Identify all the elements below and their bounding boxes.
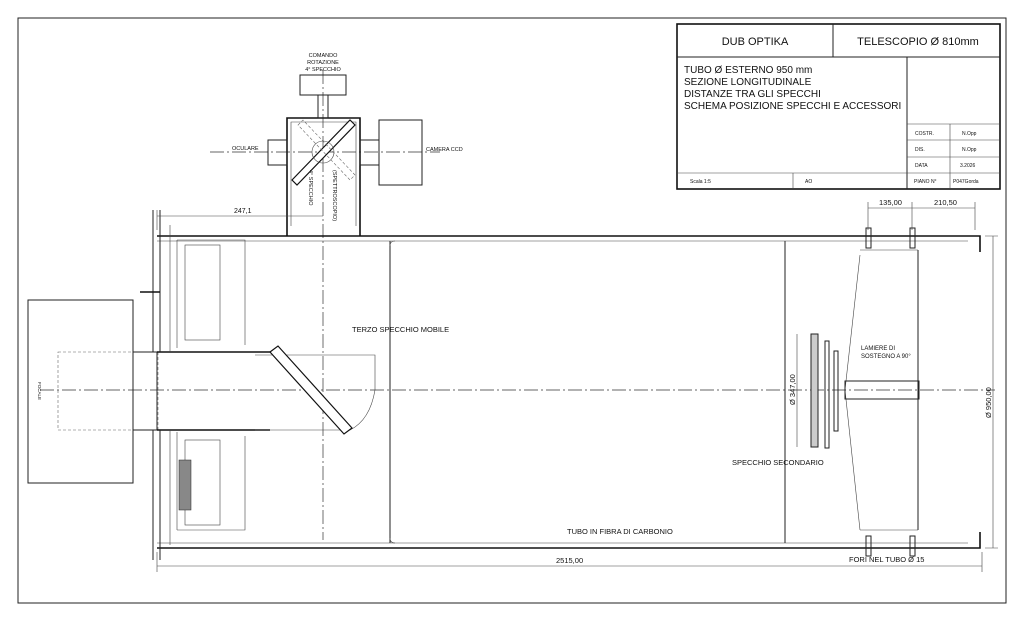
label-camera: CAMERA CCD: [426, 147, 463, 153]
third-mirror: [269, 345, 353, 435]
secondary-mirror: [796, 333, 839, 449]
scale: Scala 1:5: [690, 179, 711, 185]
description-line: DISTANZE TRA GLI SPECCHI: [684, 89, 821, 100]
label-third-mirror: TERZO SPECCHIO MOBILE: [352, 325, 449, 334]
field-label: DATA: [915, 163, 928, 169]
sheet-border: [17, 17, 1007, 604]
sheet-format: AO: [805, 179, 812, 185]
label-support-plates: SOSTEGNO A 90°: [861, 354, 911, 360]
telescope-title: TELESCOPIO Ø 810mm: [857, 36, 979, 48]
label-comando: 4° SPECCHIO: [305, 67, 341, 73]
label-comando: COMANDO: [309, 53, 338, 59]
label-fourth-mirror: 4° SPECCHIO: [307, 170, 313, 206]
field-label: PIANO N°: [914, 179, 937, 185]
description-line: SEZIONE LONGITUDINALE: [684, 77, 812, 88]
label-holes: FORI NEL TUBO Ø 15: [849, 555, 924, 564]
rear-cell: [27, 210, 376, 560]
field-label: COSTR.: [915, 131, 934, 137]
label-focal: FOCALE: [37, 382, 42, 400]
field-label: DIS.: [915, 147, 925, 153]
dimension-135: 135,00: [879, 198, 902, 207]
label-support-plates: LAMIERE DI: [861, 346, 895, 352]
dimension-347: Ø 347,00: [788, 374, 797, 405]
title-block: DUB OPTIKA TELESCOPIO Ø 810mm TUBO Ø EST…: [676, 23, 1001, 190]
label-tube: TUBO IN FIBRA DI CARBONIO: [567, 527, 673, 536]
field-value: P047Gorda: [953, 179, 979, 185]
description-line: TUBO Ø ESTERNO 950 mm: [684, 65, 812, 76]
dimension-210: 210,50: [934, 198, 957, 207]
dimension-2515: 2515,00: [556, 556, 583, 565]
fourth-mirror-tower: [267, 74, 423, 236]
dimension-lines: [156, 202, 998, 572]
field-value: 3.2026: [960, 163, 976, 169]
label-secondary-mirror: SPECCHIO SECONDARIO: [732, 458, 824, 467]
field-value: N.Opp: [962, 147, 977, 153]
dimension-950: Ø 950,00: [984, 387, 993, 418]
main-tube: [157, 227, 981, 557]
label-spectroscope: (SPETTROSCOPIO): [331, 170, 337, 221]
dimension-247: 247,1: [234, 208, 252, 215]
label-oculare: OCULARE: [232, 146, 259, 152]
company-name: DUB OPTIKA: [722, 36, 789, 48]
label-comando: ROTAZIONE: [307, 60, 339, 66]
description-line: SCHEMA POSIZIONE SPECCHI E ACCESSORI: [684, 101, 901, 112]
field-value: N.Opp: [962, 131, 977, 137]
